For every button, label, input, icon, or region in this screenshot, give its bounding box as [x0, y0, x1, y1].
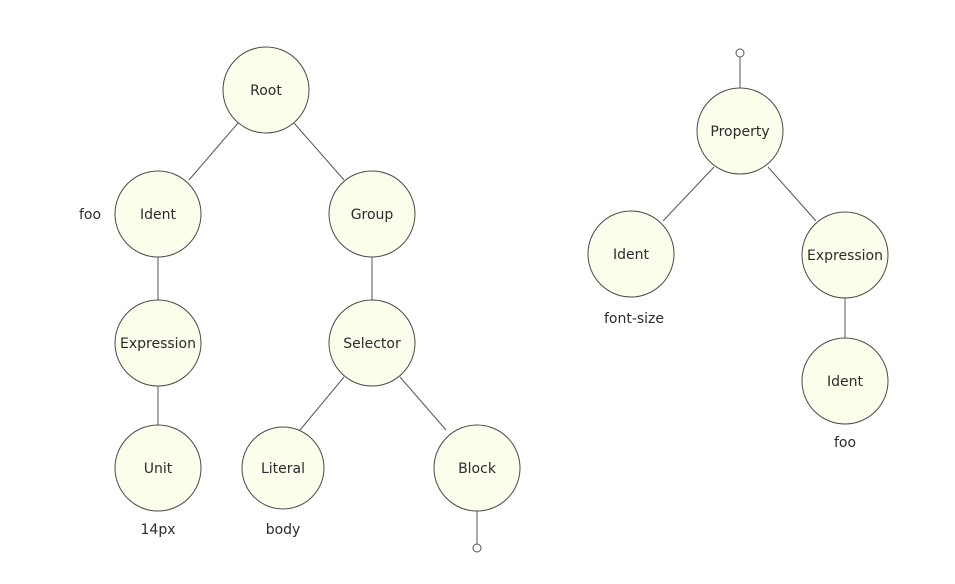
node-block-label: Block [458, 461, 497, 477]
node-selector: Selector [328, 299, 416, 387]
node-ident-fontsize: Ident [587, 210, 675, 298]
node-expression-right: Expression [801, 211, 889, 299]
edge-selector-literal [299, 376, 345, 431]
annotation-unit: 14px [141, 522, 176, 538]
annotation-ident-fontsize: font-size [604, 311, 664, 327]
node-selector-label: Selector [343, 336, 401, 352]
left-tree-edges [157, 122, 478, 544]
edge-selector-block [399, 376, 447, 431]
node-expression-left: Expression [114, 299, 202, 387]
terminal-top-icon [735, 48, 745, 58]
annotation-ident-left: foo [79, 207, 101, 223]
node-group: Group [328, 170, 416, 258]
node-unit: Unit [114, 424, 202, 512]
node-unit-label: Unit [144, 461, 173, 477]
node-root-label: Root [250, 83, 282, 99]
node-group-label: Group [351, 207, 394, 223]
edge-root-ident [188, 122, 239, 181]
edge-root-group [293, 122, 345, 181]
node-ident-fontsize-label: Ident [613, 247, 650, 263]
node-expression-left-label: Expression [120, 336, 196, 352]
node-ident-left: Ident [114, 170, 202, 258]
annotation-literal: body [266, 522, 301, 538]
node-ident-right: Ident [801, 337, 889, 425]
node-property: Property [696, 87, 784, 175]
annotation-ident-right: foo [834, 435, 856, 451]
node-ident-right-label: Ident [827, 374, 864, 390]
node-block: Block [433, 424, 521, 512]
edge-property-expression [767, 166, 817, 222]
node-ident-left-label: Ident [140, 207, 177, 223]
node-literal: Literal [241, 426, 325, 510]
node-property-label: Property [710, 124, 769, 140]
edge-property-ident [662, 166, 715, 222]
right-tree-edges [662, 57, 846, 339]
node-root: Root [222, 46, 310, 134]
node-expression-right-label: Expression [807, 248, 883, 264]
node-literal-label: Literal [261, 461, 305, 477]
terminal-bottom-icon [472, 543, 482, 553]
